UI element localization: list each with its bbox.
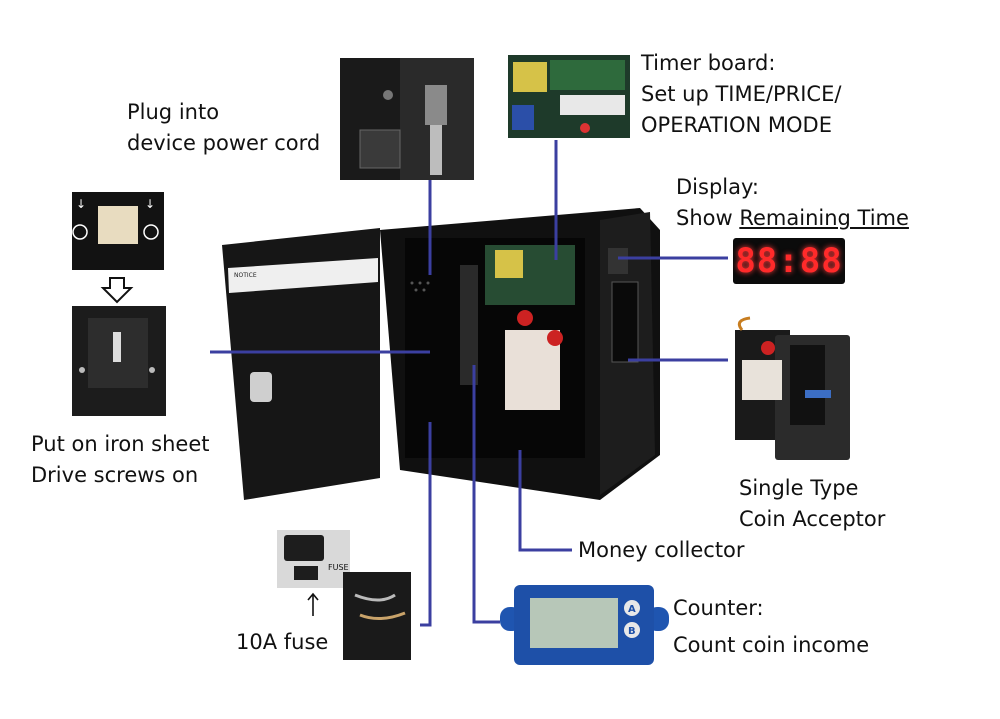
svg-text:↓: ↓: [145, 197, 155, 211]
line-money-collector: [518, 450, 572, 552]
label-fuse: 10A fuse: [236, 630, 329, 654]
label-coin-acceptor: Single Type Coin Acceptor: [739, 473, 885, 535]
fuse-socket-photo: FUSE: [277, 530, 411, 660]
label-counter-title: Counter:: [673, 596, 764, 620]
label-timer-line1: Set up TIME/PRICE/: [641, 82, 842, 106]
label-money-collector: Money collector: [578, 538, 745, 562]
notice-sticker-text: NOTICE: [234, 272, 257, 279]
iron-sheet-photo-bottom: [72, 306, 166, 416]
line-counter: [472, 365, 500, 624]
label-display-prefix: Show: [676, 206, 740, 230]
power-plug-photo: [340, 58, 474, 180]
coin-acceptor-photo: [735, 316, 850, 460]
label-display-emphasis: Remaining Time: [739, 206, 909, 230]
svg-text:↓: ↓: [76, 197, 86, 211]
iron-sheet-photo-top: ↓ ↓: [72, 192, 164, 270]
line-fuse: [420, 422, 432, 627]
label-coin-line1: Single Type: [739, 476, 859, 500]
counter-photo: A B: [500, 585, 669, 665]
label-iron-line2: Drive screws on: [31, 463, 199, 487]
counter-button-a: A: [628, 604, 636, 615]
remaining-time-display: 88:88: [733, 238, 845, 284]
label-counter-sub: Count coin income: [673, 633, 870, 657]
label-coin-line2: Coin Acceptor: [739, 507, 886, 531]
label-timer-title: Timer board:: [641, 51, 776, 75]
down-arrow-icon: [100, 277, 134, 304]
label-iron-line1: Put on iron sheet: [31, 432, 210, 456]
label-timer-board: Timer board: Set up TIME/PRICE/ OPERATIO…: [641, 48, 841, 141]
fuse-socket-text: FUSE: [328, 563, 349, 572]
timer-board-photo: [508, 55, 630, 138]
label-timer-line2: OPERATION MODE: [641, 113, 832, 137]
label-display-line: Show Remaining Time: [676, 203, 909, 234]
label-display-title: Display:: [676, 175, 759, 199]
label-plug-line1: Plug into: [127, 100, 220, 124]
connector-lines: [210, 140, 728, 627]
label-display: Display: Show Remaining Time: [676, 172, 909, 234]
label-iron-sheet: Put on iron sheet Drive screws on: [31, 429, 210, 491]
coin-box-cabinet: NOTICE: [222, 208, 660, 500]
label-counter: Counter: Count coin income: [673, 593, 869, 661]
label-plug: Plug into device power cord: [127, 97, 320, 159]
counter-button-b: B: [628, 626, 636, 637]
label-plug-line2: device power cord: [127, 131, 321, 155]
